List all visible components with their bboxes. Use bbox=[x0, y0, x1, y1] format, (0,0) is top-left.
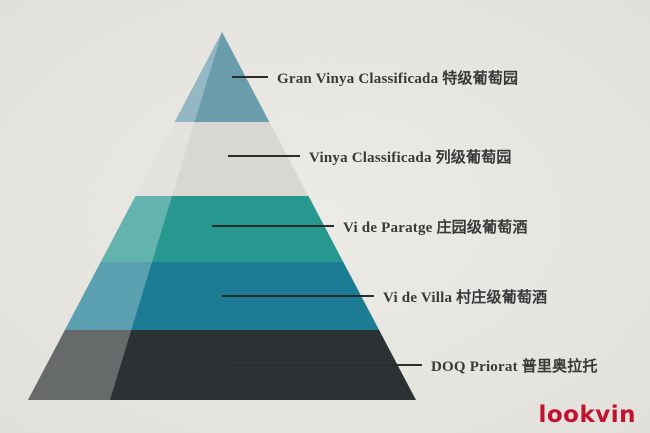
leader-line-3 bbox=[212, 225, 334, 227]
level-label-1: Gran Vinya Classificada 特级葡萄园 bbox=[232, 67, 518, 87]
level-label-3: Vi de Paratge 庄园级葡萄酒 bbox=[212, 216, 528, 236]
level-label-text-2: Vinya Classificada 列级葡萄园 bbox=[309, 149, 512, 166]
leader-line-4 bbox=[222, 295, 374, 297]
level-label-text-4: Vi de Villa 村庄级葡萄酒 bbox=[383, 289, 548, 306]
leader-line-2 bbox=[228, 155, 300, 157]
leader-line-5 bbox=[230, 364, 422, 366]
pyramid-left-highlight bbox=[28, 32, 222, 400]
pyramid-level-3 bbox=[100, 196, 344, 262]
pyramid-level-2 bbox=[135, 122, 309, 196]
pyramid-level-1 bbox=[174, 32, 270, 122]
level-label-text-3: Vi de Paratge 庄园级葡萄酒 bbox=[343, 219, 528, 236]
pyramid-level-5 bbox=[28, 330, 416, 400]
level-label-4: Vi de Villa 村庄级葡萄酒 bbox=[222, 286, 547, 306]
leader-line-1 bbox=[232, 76, 268, 78]
level-label-5: DOQ Priorat 普里奥拉托 bbox=[230, 355, 598, 375]
level-label-2: Vinya Classificada 列级葡萄园 bbox=[228, 146, 512, 166]
level-label-text-5: DOQ Priorat 普里奥拉托 bbox=[431, 358, 598, 375]
level-label-text-1: Gran Vinya Classificada 特级葡萄园 bbox=[277, 70, 519, 87]
brand-logo: lookvin bbox=[538, 402, 636, 428]
